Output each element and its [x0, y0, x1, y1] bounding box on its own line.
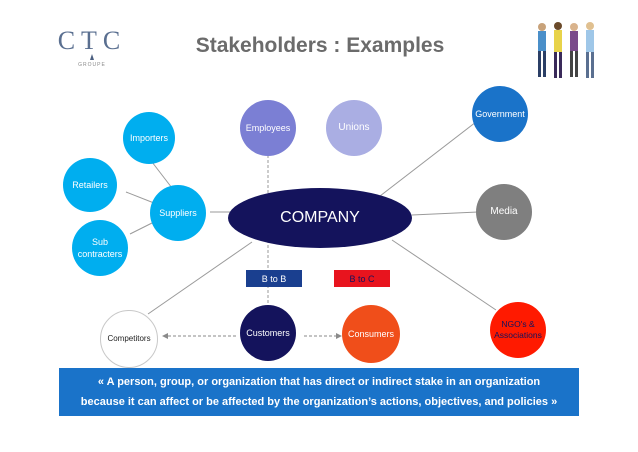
logo-letters: CTC [57, 26, 127, 55]
node-importers-label: Importers [129, 133, 168, 143]
line-company-ngos [391, 239, 497, 311]
ctc-logo: CTC GROUPE [52, 26, 132, 78]
people-illustration-icon [538, 22, 594, 78]
line-company-competitors [147, 241, 253, 315]
node-ngos: NGO's & Associations [490, 302, 546, 358]
line-suppliers-importers [151, 161, 173, 189]
node-retailers-label: Retailers [72, 180, 108, 190]
node-media-label: Media [490, 206, 518, 217]
node-consumers-label: Consumers [347, 329, 394, 339]
node-media: Media [476, 184, 532, 240]
node-suppliers: Suppliers [150, 185, 206, 241]
node-competitors: Competitors [100, 310, 158, 368]
tag-b-to-c-label: B to C [349, 273, 375, 284]
tag-b-to-b: B to B [246, 270, 302, 287]
definition-line-1: « A person, group, or organization that … [97, 376, 541, 388]
node-company-label: COMPANY [280, 209, 360, 226]
line-suppliers-retailers [125, 191, 155, 204]
node-subcontracters-label-2: contracters [77, 249, 123, 259]
tag-b-to-b-label: B to B [261, 273, 287, 284]
node-subcontracters-label-1: Sub [91, 237, 108, 247]
arrowhead-left-icon [162, 333, 168, 339]
logo-mark-icon [90, 54, 94, 60]
definition-banner: « A person, group, or organization that … [59, 368, 579, 416]
line-company-media [411, 211, 479, 216]
node-customers: Customers [240, 305, 296, 361]
logo-subtitle: GROUPE [78, 62, 106, 68]
line-company-government [379, 121, 477, 197]
page-title: Stakeholders : Examples [195, 34, 445, 57]
node-unions-label: Unions [338, 122, 370, 133]
node-suppliers-label: Suppliers [159, 208, 197, 218]
node-unions: Unions [326, 100, 382, 156]
node-retailers: Retailers [63, 158, 117, 212]
tag-b-to-c: B to C [334, 270, 390, 287]
definition-line-2: because it can affect or be affected by … [80, 396, 558, 408]
node-ngos-label-1: NGO's & [501, 319, 535, 329]
node-employees-label: Employees [245, 123, 291, 133]
node-competitors-label: Competitors [107, 334, 151, 343]
node-ngos-label-2: Associations [494, 330, 542, 340]
node-importers: Importers [123, 112, 175, 164]
node-company: COMPANY [228, 188, 412, 248]
node-government-label: Government [475, 109, 525, 119]
node-customers-label: Customers [246, 328, 290, 338]
line-suppliers-subcontracters [129, 221, 155, 235]
node-government: Government [472, 86, 528, 142]
arrowhead-right-icon [336, 333, 342, 339]
node-subcontracters: Sub contracters [72, 220, 128, 276]
node-employees: Employees [240, 100, 296, 156]
node-consumers: Consumers [342, 305, 400, 363]
